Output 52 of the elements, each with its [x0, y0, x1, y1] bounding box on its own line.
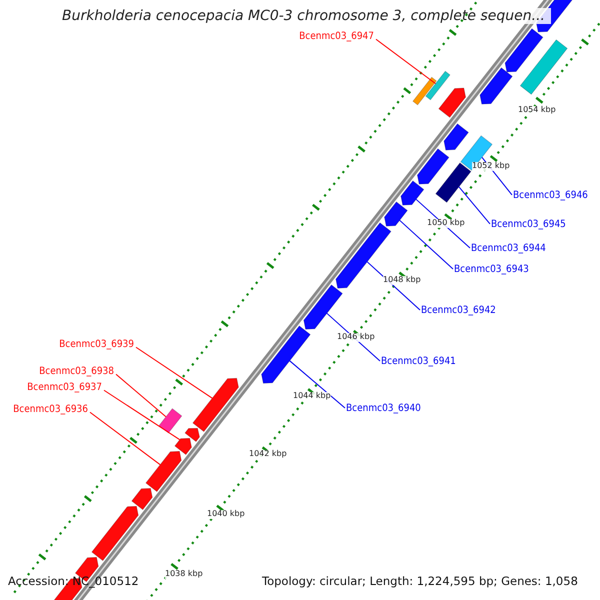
gene-feature [91, 506, 139, 562]
leader-line [376, 38, 436, 84]
gene-feature [444, 123, 469, 150]
leader-line [458, 186, 490, 224]
scale-label: 1038 kbp [165, 570, 203, 579]
scale-label: 1050 kbp [427, 219, 465, 228]
scale-label: 1046 kbp [337, 333, 375, 342]
gene-label: Bcenmc03_6937 [27, 382, 102, 393]
gene-feature [480, 67, 513, 104]
gene-label: Bcenmc03_6946 [513, 190, 588, 201]
gene-feature [504, 28, 544, 72]
gene-label: Bcenmc03_6943 [454, 264, 529, 275]
gene-feature [400, 180, 424, 206]
gene-label: Bcenmc03_6939 [59, 339, 134, 350]
gene-feature [131, 488, 153, 510]
gene-label: Bcenmc03_6941 [381, 356, 456, 367]
gene-feature [261, 325, 311, 384]
scale-label: 1052 kbp [472, 162, 510, 171]
gene-feature [438, 88, 466, 118]
gene-feature [412, 76, 437, 106]
scale-label: 1040 kbp [207, 510, 245, 519]
gene-feature [384, 201, 408, 226]
gene-feature [303, 284, 343, 330]
scale-label: 1048 kbp [383, 276, 421, 285]
gene-feature [425, 70, 450, 100]
gene-feature [184, 428, 200, 442]
footer-text: Topology: circular; Length: 1,224,595 bp; Genes: 1,058 [262, 575, 578, 588]
gene-label: Bcenmc03_6944 [471, 243, 546, 254]
gene-label: Bcenmc03_6940 [346, 403, 421, 414]
leader-line [399, 220, 454, 270]
leader-line [289, 360, 346, 408]
leader-line [90, 412, 161, 466]
gene-label: Bcenmc03_6942 [421, 305, 496, 316]
gene-feature [435, 162, 472, 203]
gene-label: Bcenmc03_6938 [39, 366, 114, 377]
gene-feature [145, 451, 182, 492]
gene-feature [158, 408, 182, 434]
scale-label: 1054 kbp [518, 106, 556, 115]
gene-feature [460, 135, 493, 171]
leader-line [104, 390, 180, 440]
scale-label: 1042 kbp [249, 450, 287, 459]
gene-label: Bcenmc03_6947 [299, 31, 374, 42]
gene-feature [192, 378, 239, 432]
gene-label: Bcenmc03_6945 [491, 219, 566, 230]
gene-label: Bcenmc03_6936 [13, 404, 88, 415]
title: Burkholderia cenocepacia MC0-3 chromosome 3, complete sequen... [62, 8, 551, 24]
scale-label: 1044 kbp [293, 392, 331, 401]
leader-line [136, 346, 213, 399]
gene-feature [520, 39, 568, 95]
gene-feature [174, 438, 192, 456]
gene-feature [417, 148, 450, 184]
leader-line [116, 374, 166, 418]
